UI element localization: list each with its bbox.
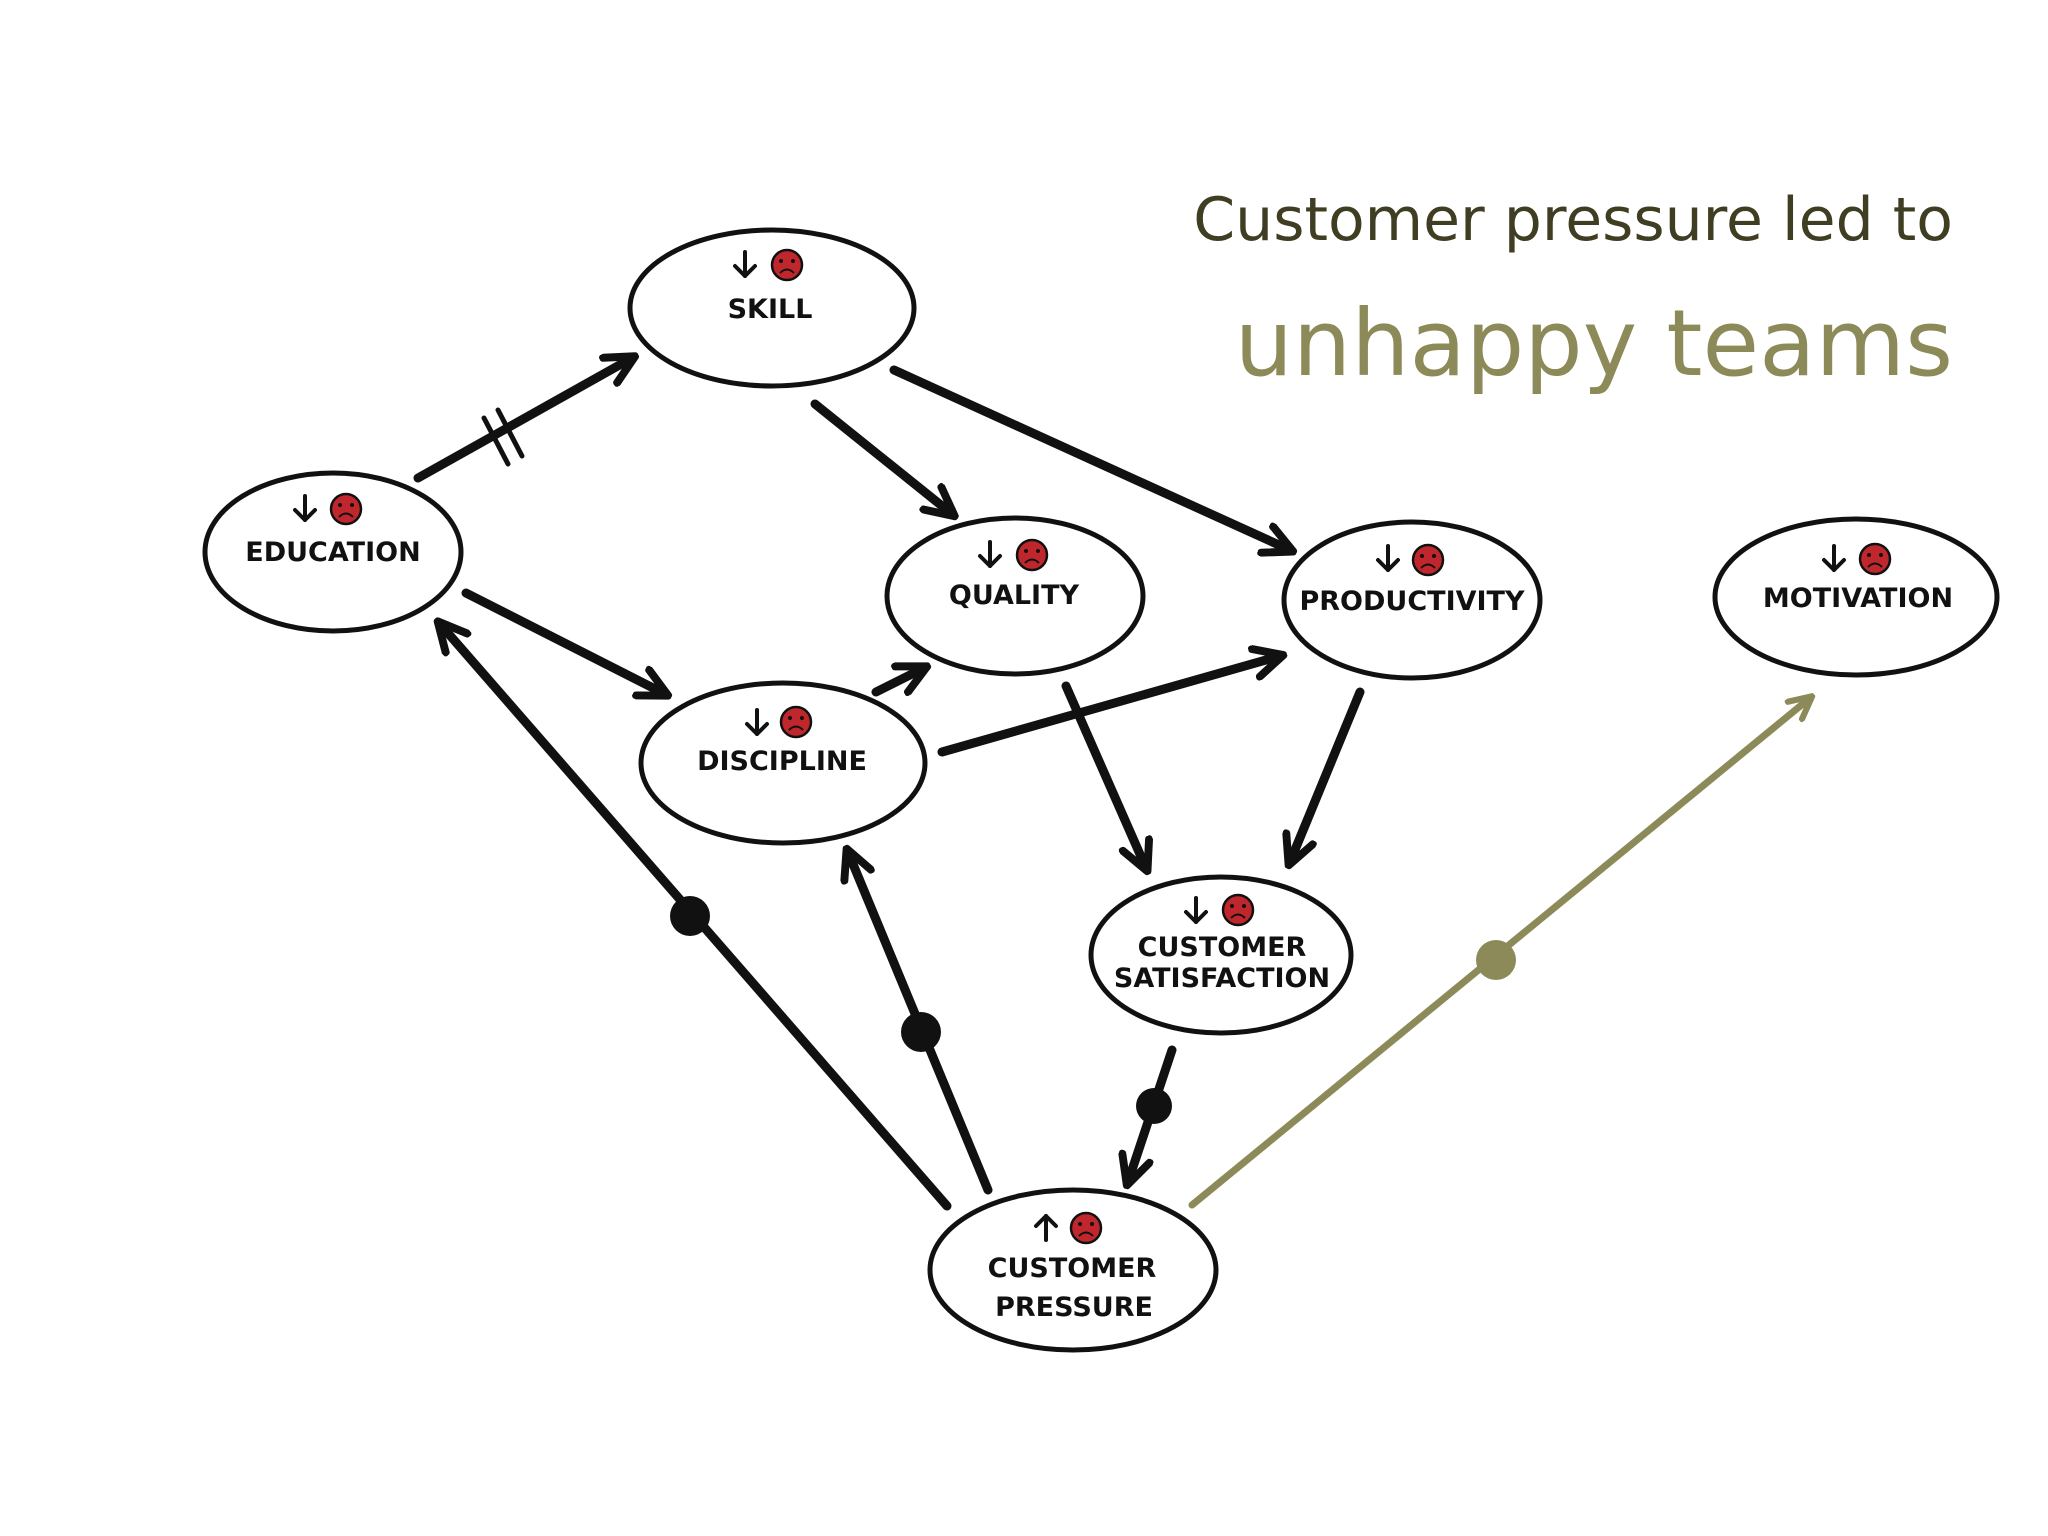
node-customer-pressure-label-1: CUSTOMER (988, 1253, 1157, 1284)
arrow-down-icon (1184, 896, 1208, 924)
node-motivation: MOTIVATION (1712, 516, 2000, 678)
node-quality-label: QUALITY (949, 580, 1080, 611)
sad-face-icon (779, 705, 813, 739)
edge-education-discipline (461, 588, 665, 694)
node-skill-label: SKILL (728, 294, 813, 325)
node-quality: QUALITY (884, 515, 1146, 677)
edge-productivity-satisfaction (1290, 687, 1365, 862)
opposite-link-dot (670, 896, 710, 936)
opposite-link-dot (1136, 1088, 1172, 1124)
edge-discipline-productivity (937, 656, 1280, 757)
arrow-down-icon (293, 494, 317, 522)
edge-education-skill (413, 358, 632, 483)
node-education: EDUCATION (202, 470, 464, 634)
arrow-down-icon (1376, 544, 1400, 572)
node-productivity: PRODUCTIVITY (1281, 519, 1543, 681)
node-discipline: DISCIPLINE (638, 680, 928, 846)
node-education-label: EDUCATION (245, 537, 420, 568)
edge-skill-productivity (889, 365, 1290, 550)
sad-face-icon (1858, 542, 1892, 576)
node-discipline-label: DISCIPLINE (697, 746, 867, 777)
node-customer-pressure-label-2: PRESSURE (995, 1292, 1153, 1323)
node-customer-pressure: CUSTOMER PRESSURE (927, 1187, 1219, 1353)
opposite-link-dot (901, 1012, 941, 1052)
opposite-link-dot (1476, 940, 1516, 980)
node-motivation-label: MOTIVATION (1763, 583, 1953, 614)
arrow-up-icon (1034, 1214, 1058, 1242)
sad-face-icon (1069, 1211, 1103, 1245)
slide-title: Customer pressure led to (1193, 185, 1953, 255)
sad-face-icon (770, 248, 804, 282)
sad-face-icon (1411, 543, 1445, 577)
arrow-down-icon (978, 540, 1002, 568)
sad-face-icon (1221, 893, 1255, 927)
sad-face-icon (329, 492, 363, 526)
edge-quality-satisfaction (1061, 681, 1146, 868)
node-customer-satisfaction-label-1: CUSTOMER (1138, 932, 1307, 963)
arrow-down-icon (1822, 544, 1846, 572)
node-skill: SKILL (627, 227, 917, 389)
delay-mark (481, 407, 525, 467)
sad-face-icon (1015, 538, 1049, 572)
node-productivity-label: PRODUCTIVITY (1299, 586, 1525, 617)
node-customer-satisfaction-label-2: SATISFACTION (1114, 963, 1330, 994)
arrow-down-icon (745, 708, 769, 736)
node-customer-satisfaction: CUSTOMER SATISFACTION (1088, 874, 1354, 1036)
slide-subtitle: unhappy teams (1234, 290, 1953, 397)
arrow-down-icon (733, 250, 757, 278)
edge-skill-quality (810, 399, 952, 514)
edge-discipline-quality (871, 668, 924, 697)
